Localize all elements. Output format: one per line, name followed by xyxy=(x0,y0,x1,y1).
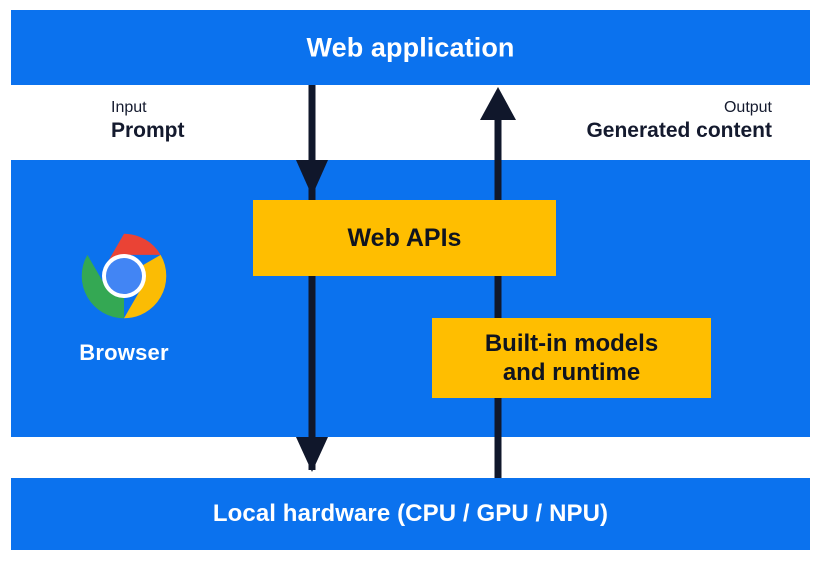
card-web-apis: Web APIs xyxy=(253,200,556,276)
browser-block: Browser xyxy=(52,232,196,366)
band-local-hardware: Local hardware (CPU / GPU / NPU) xyxy=(11,478,810,550)
band-local-hardware-label: Local hardware (CPU / GPU / NPU) xyxy=(212,500,609,527)
browser-label: Browser xyxy=(79,340,169,365)
card-built-in-models-line1: Built-in models xyxy=(484,329,659,357)
card-built-in-models: Built-in models and runtime xyxy=(432,318,711,398)
flow-label-output: Output Generated content xyxy=(586,99,772,142)
band-web-application: Web application xyxy=(11,10,810,85)
flow-label-output-kicker: Output xyxy=(723,99,772,116)
card-web-apis-label: Web APIs xyxy=(347,223,462,252)
flow-label-input-kicker: Input xyxy=(111,99,147,116)
arrow-up-generated-content xyxy=(480,87,516,478)
flow-label-input-value: Prompt xyxy=(111,118,185,142)
card-built-in-models-line2: and runtime xyxy=(502,359,641,386)
flow-label-input: Input Prompt xyxy=(111,99,185,142)
arrow-down-prompt xyxy=(296,85,328,472)
band-web-application-label: Web application xyxy=(306,32,515,62)
flow-label-output-value: Generated content xyxy=(586,118,772,142)
card-built-in-models-text: Built-in models and runtime xyxy=(485,329,658,388)
chrome-logo-icon xyxy=(81,233,167,319)
